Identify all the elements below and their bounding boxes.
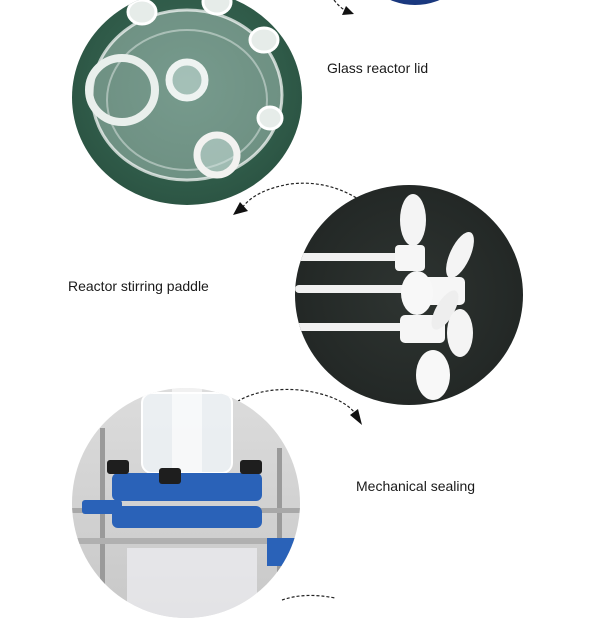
mechanical-sealing-image (72, 388, 300, 618)
stirring-paddle-image (295, 185, 523, 405)
reactor-stirring-paddle-label: Reactor stirring paddle (68, 278, 209, 294)
arrow-icon (333, 0, 354, 15)
arrow-icon (281, 594, 336, 601)
glass-reactor-lid-image (72, 0, 302, 205)
mechanical-sealing-label: Mechanical sealing (356, 478, 476, 494)
glass-reactor-lid-label: Glass reactor lid (327, 60, 429, 76)
top-partial-image (360, 0, 470, 5)
arrow-icon (211, 388, 362, 426)
